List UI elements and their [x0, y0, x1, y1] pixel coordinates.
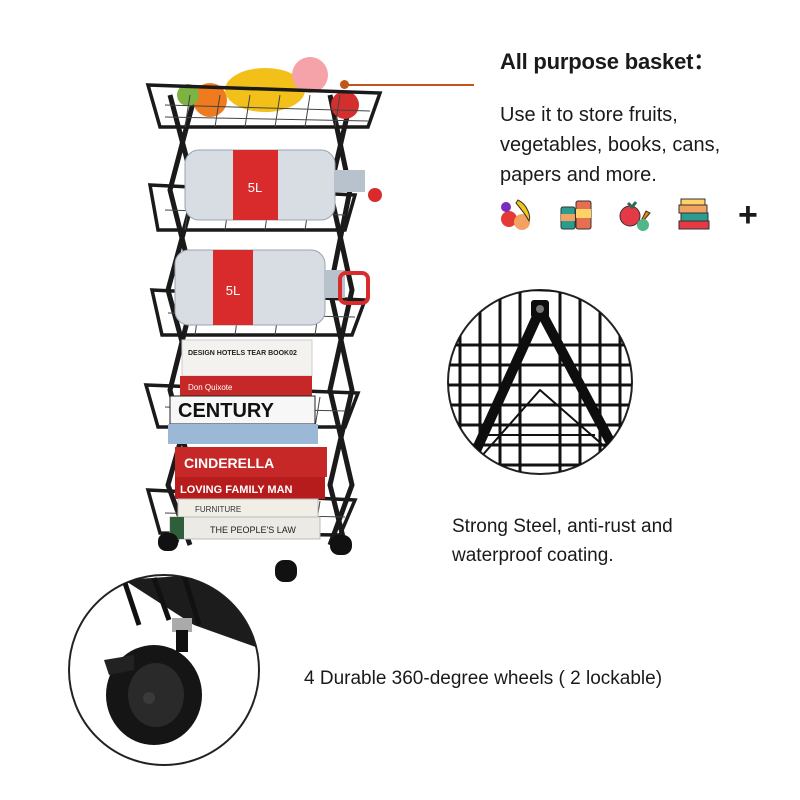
caption-wheels: 4 Durable 360-degree wheels ( 2 lockable…: [304, 668, 663, 689]
fruits-icon: [501, 199, 531, 230]
leader-line: [344, 84, 474, 86]
book-stack-2: CINDERELLA LOVING FAMILY MAN FURNITURE T…: [169, 447, 327, 540]
book-furniture: FURNITURE: [195, 505, 241, 514]
books-icon: [678, 198, 710, 230]
bottle-label-2: 5L: [226, 283, 240, 298]
caption-steel-coating: Strong Steel, anti-rust and waterproof c…: [452, 516, 673, 566]
steel-detail-image: [447, 289, 633, 475]
plus-icon: +: [738, 196, 758, 234]
leader-dot: [340, 80, 349, 89]
icon-row: +: [498, 197, 758, 233]
book-cinderella: CINDERELLA: [184, 455, 274, 471]
cart-wheels: [158, 533, 352, 582]
book-family-man: LOVING FAMILY MAN: [180, 484, 293, 496]
book-stack-1: DESIGN HOTELS TEAR BOOK02 Don Quixote CE…: [168, 339, 318, 444]
book-peoples-law: THE PEOPLE'S LAW: [210, 525, 296, 535]
basket-cart-image: 5L 5L DESIGN HOTELS TEAR BOOK02 Don Quix…: [143, 57, 383, 582]
cans-icon: [560, 200, 592, 230]
water-bottle-2: 5L: [174, 249, 370, 326]
water-bottle-1: 5L: [184, 149, 382, 221]
description-text: Use it to store fruits, vegetables, book…: [500, 104, 721, 186]
book-don-quixote: Don Quixote: [188, 383, 233, 392]
book-design-hotels: DESIGN HOTELS TEAR BOOK02: [188, 350, 297, 357]
book-century: CENTURY: [178, 400, 275, 422]
heading-all-purpose-basket: All purpose basket：: [500, 49, 716, 74]
vegetables-icon: [619, 201, 651, 231]
bottle-label-1: 5L: [248, 180, 262, 195]
fruits: [177, 57, 359, 119]
wheel-detail-image: [68, 574, 260, 766]
